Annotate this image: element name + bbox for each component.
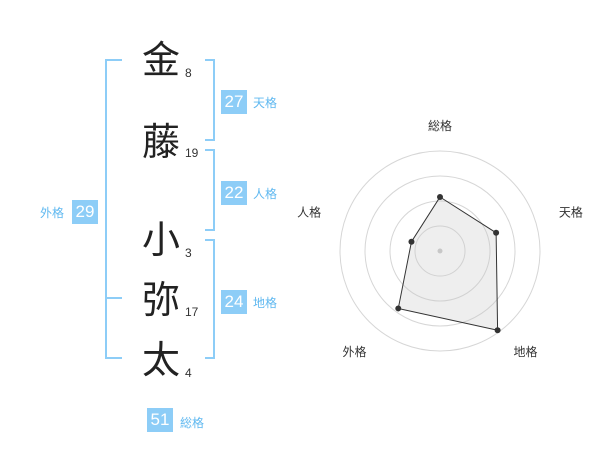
radar-grid-ring <box>364 175 516 327</box>
soukaku-label: 総格 <box>180 416 205 430</box>
radar-grid-ring <box>339 150 541 352</box>
gaikaku-bracket <box>105 59 122 359</box>
radar-point-4 <box>395 305 402 312</box>
name-char-5: 太 <box>141 338 180 382</box>
radar-point-3 <box>494 327 501 334</box>
stroke-count-3: 3 <box>185 246 192 260</box>
radar-point-2 <box>493 229 500 236</box>
radar-axis-label-2: 天格 <box>559 204 583 219</box>
gaikaku-label: 外格 <box>40 206 65 220</box>
chikaku-bracket <box>205 239 215 359</box>
name-char-4: 弥 <box>141 278 180 322</box>
stroke-count-1: 8 <box>185 66 192 80</box>
jinkaku-value-badge: 22 <box>221 181 247 205</box>
chikaku-value-badge: 24 <box>221 290 247 314</box>
jinkaku-bracket <box>205 149 215 231</box>
name-char-3: 小 <box>141 218 180 262</box>
gaikaku-value-badge: 29 <box>72 200 98 224</box>
radar-axis-label-5: 人格 <box>297 204 321 219</box>
stroke-count-2: 19 <box>185 146 199 160</box>
radar-axis-label-3: 地格 <box>513 344 537 359</box>
radar-series-polygon <box>397 196 499 331</box>
stroke-count-5: 4 <box>185 366 192 380</box>
stroke-count-4: 17 <box>185 305 199 319</box>
radar-point-5 <box>408 238 415 245</box>
tenkaku-value-badge: 27 <box>221 90 247 114</box>
radar-grid-ring <box>414 225 466 277</box>
radar-center <box>437 248 443 254</box>
chikaku-label: 地格 <box>253 296 278 310</box>
name-char-1: 金 <box>141 38 180 82</box>
radar-axis-label-4: 外格 <box>343 344 367 359</box>
radar-grid-ring <box>389 200 491 302</box>
name-char-2: 藤 <box>141 120 180 164</box>
tenkaku-label: 天格 <box>253 96 278 110</box>
radar-point-1 <box>437 194 443 200</box>
soukaku-value-badge: 51 <box>147 408 173 432</box>
radar-axis-label-1: 総格 <box>428 118 452 133</box>
jinkaku-label: 人格 <box>253 187 278 201</box>
tenkaku-bracket <box>205 59 215 141</box>
